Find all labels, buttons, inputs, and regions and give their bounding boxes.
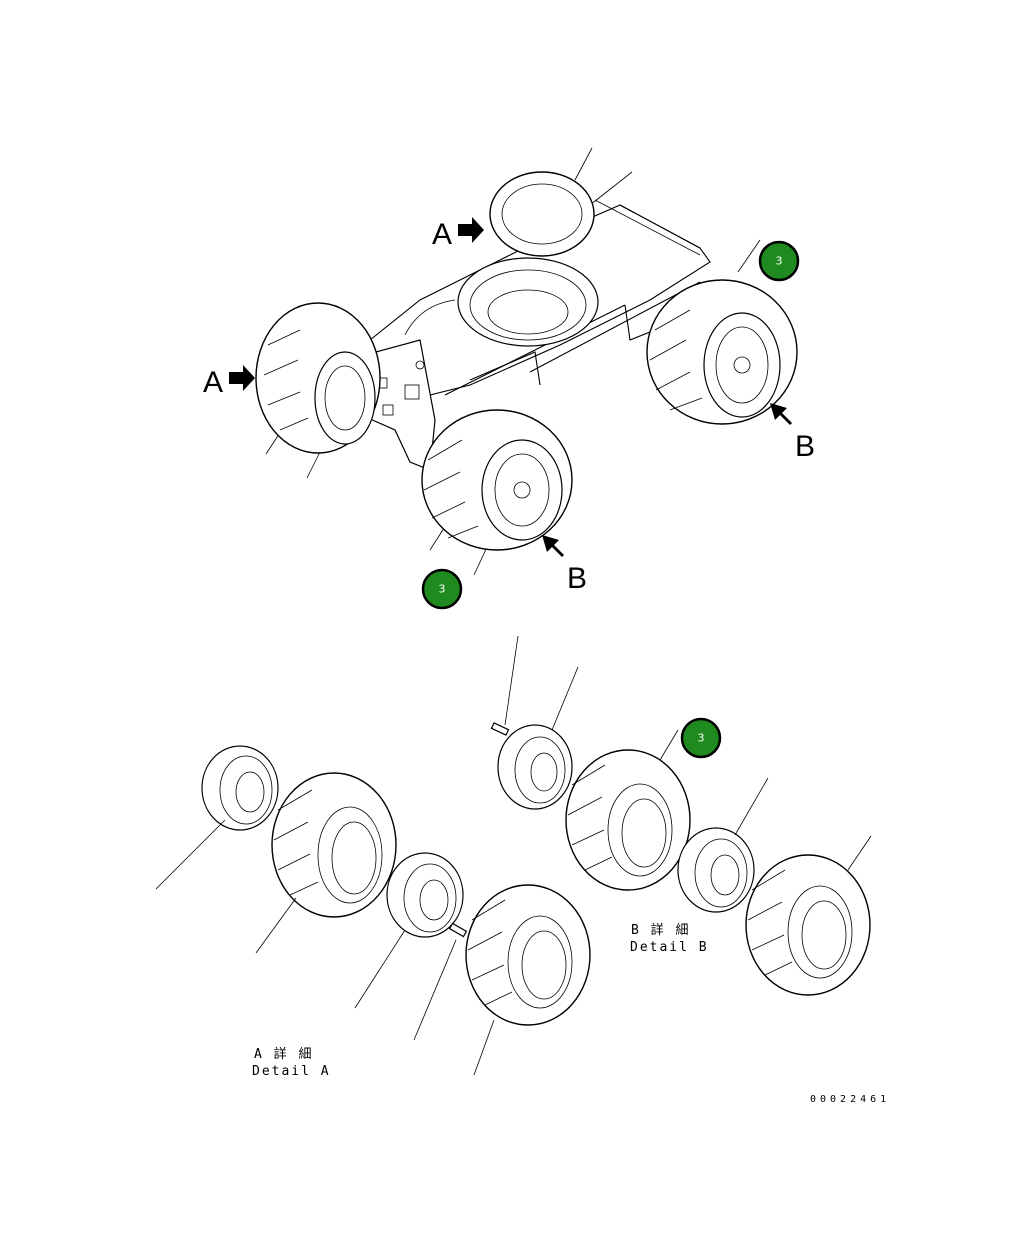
view-marker-a-lower: A (203, 365, 255, 399)
view-arrow-icon (542, 535, 564, 557)
bolt-a (413, 922, 468, 1041)
tire-front-left (255, 302, 381, 454)
view-arrow-icon (770, 403, 792, 425)
bolt-b (490, 635, 519, 736)
rim-a-inner (155, 745, 279, 890)
view-label-b-bottom: B (567, 562, 587, 595)
tire-front-right (421, 409, 573, 551)
chassis-assembly (265, 147, 761, 576)
detail-a: A 詳 細 Detail A (155, 745, 591, 1079)
item-callout-bubble[interactable]: 3 (680, 717, 722, 759)
tire-a-inner (255, 772, 397, 954)
tire-a-outer (465, 884, 591, 1076)
detail-a-title-en: Detail A (252, 1064, 331, 1079)
svg-text:3: 3 (776, 255, 783, 268)
detail-a-title-jp: A 詳 細 (254, 1046, 313, 1062)
view-arrow-icon (229, 365, 255, 391)
rim-b-outer (677, 777, 769, 913)
tire-b-outer (745, 835, 872, 996)
item-callout-bubble[interactable]: 3 (758, 240, 800, 282)
drawing-number: 00022461 (810, 1094, 890, 1105)
tire-rear-left (489, 171, 595, 257)
tire-b-inner (565, 729, 691, 891)
item-callout-bubble[interactable]: 3 (421, 568, 463, 610)
view-marker-b-bottom: B (542, 535, 587, 595)
view-arrow-icon (458, 217, 484, 243)
detail-b: 3 B 詳 細 Detail B (490, 635, 872, 996)
detail-b-title-jp: B 詳 細 (631, 922, 690, 938)
tire-rear-right (646, 279, 798, 425)
svg-text:3: 3 (439, 583, 446, 596)
rim-b-inner (497, 666, 579, 810)
svg-text:3: 3 (698, 732, 705, 745)
view-marker-a-upper: A (432, 217, 484, 251)
view-label-b-right: B (795, 430, 815, 463)
detail-b-title-en: Detail B (630, 940, 709, 955)
view-label-a-lower: A (203, 366, 223, 399)
view-marker-b-right: B (770, 403, 815, 463)
view-label-a-upper: A (432, 218, 452, 251)
rim-a-outer (354, 852, 464, 1009)
